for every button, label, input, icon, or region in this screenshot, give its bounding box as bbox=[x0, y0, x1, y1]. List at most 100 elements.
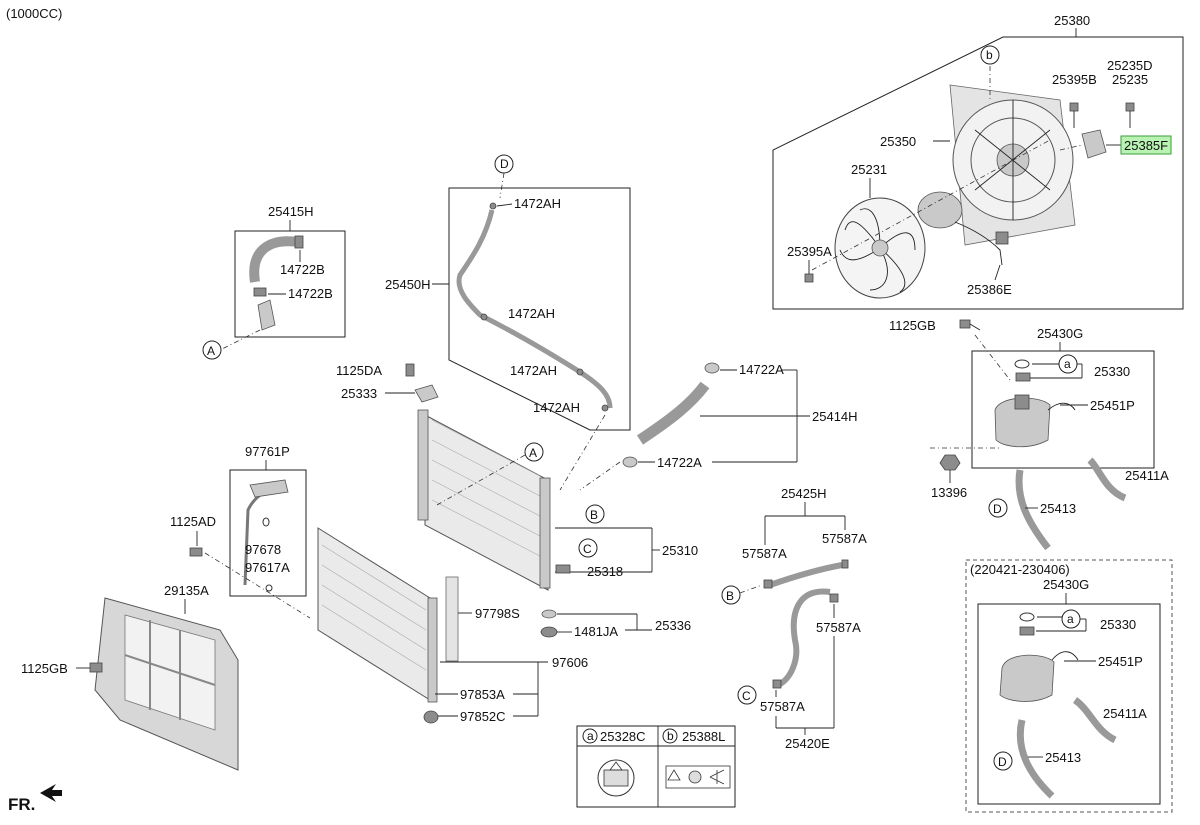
svg-text:a: a bbox=[1067, 612, 1074, 626]
label-date-range[interactable]: (220421-230406) bbox=[970, 562, 1070, 577]
warning-label-icon bbox=[597, 759, 635, 797]
label-97853A[interactable]: 97853A bbox=[460, 687, 505, 702]
highlight-25385F bbox=[1120, 135, 1172, 155]
fan-resistor bbox=[1059, 129, 1107, 159]
label-1125AD[interactable]: 1125AD bbox=[170, 514, 216, 529]
label-1472AH-1[interactable]: 1472AH bbox=[514, 196, 561, 211]
label-97852C[interactable]: 97852C bbox=[460, 709, 506, 724]
label-1125GB-top[interactable]: 1125GB bbox=[889, 318, 936, 333]
label-14722B-1[interactable]: 14722B bbox=[280, 262, 325, 277]
hose-25450H-frame bbox=[448, 187, 631, 431]
label-25430G-dated[interactable]: 25430G bbox=[1043, 577, 1089, 592]
label-25328C[interactable]: 25328C bbox=[600, 729, 646, 744]
label-25330-dated[interactable]: 25330 bbox=[1100, 617, 1136, 632]
reservoir-tank-top bbox=[994, 394, 1076, 448]
label-97617A[interactable]: 97617A bbox=[245, 560, 290, 575]
label-97606[interactable]: 97606 bbox=[552, 655, 588, 670]
bolt-25395A bbox=[804, 260, 814, 283]
label-25411A-top[interactable]: 25411A bbox=[1125, 468, 1169, 483]
label-25330-top[interactable]: 25330 bbox=[1094, 364, 1130, 379]
bolt-25395B bbox=[1069, 102, 1079, 128]
legend-table: a 25328C b 25388L bbox=[576, 725, 736, 808]
label-25414H[interactable]: 25414H bbox=[812, 409, 858, 424]
label-25420E[interactable]: 25420E bbox=[785, 736, 830, 751]
svg-text:C: C bbox=[583, 542, 592, 556]
label-57587A-3[interactable]: 57587A bbox=[816, 620, 861, 635]
hose-25450H-group: D 1472AH 25450H 1472AH 1472AH 1472AH bbox=[385, 154, 631, 491]
hose-25411A-top bbox=[1087, 457, 1127, 502]
radiator-group: 1125DA 25333 A 25310 B C 25318 1481JA bbox=[336, 363, 698, 639]
label-25235[interactable]: 25235 bbox=[1112, 72, 1148, 87]
label-25333[interactable]: 25333 bbox=[341, 386, 377, 401]
fan-caution-label-icon bbox=[665, 765, 731, 789]
svg-text:B: B bbox=[726, 589, 734, 603]
pipe-97761P-frame bbox=[229, 469, 307, 597]
label-25231[interactable]: 25231 bbox=[851, 162, 887, 177]
label-25430G-top[interactable]: 25430G bbox=[1037, 326, 1083, 341]
label-25425H[interactable]: 25425H bbox=[781, 486, 827, 501]
label-14722A-1[interactable]: 14722A bbox=[739, 362, 784, 377]
label-57587A-4[interactable]: 57587A bbox=[760, 699, 805, 714]
svg-text:C: C bbox=[742, 689, 751, 703]
label-25415H[interactable]: 25415H bbox=[268, 204, 314, 219]
svg-text:A: A bbox=[529, 446, 537, 460]
label-97798S[interactable]: 97798S bbox=[475, 606, 520, 621]
nut-13396 bbox=[939, 454, 961, 471]
label-1481JA[interactable]: 1481JA bbox=[574, 624, 618, 639]
bolt-25235 bbox=[1125, 102, 1135, 128]
hose-25415H-group: 25415H 14722B 14722B A bbox=[202, 204, 346, 360]
label-1125GB-left[interactable]: 1125GB bbox=[21, 661, 68, 676]
label-25413-top[interactable]: 25413 bbox=[1040, 501, 1076, 516]
label-25385F[interactable]: 25385F bbox=[1124, 138, 1168, 153]
label-14722A-2[interactable]: 14722A bbox=[657, 455, 702, 470]
hose-25413-dated bbox=[1016, 719, 1055, 799]
label-25318[interactable]: 25318 bbox=[587, 564, 623, 579]
fan-motor bbox=[917, 191, 1009, 266]
condenser-group: 97798S 97606 97853A 97852C bbox=[317, 527, 588, 724]
label-29135A[interactable]: 29135A bbox=[164, 583, 209, 598]
label-1472AH-2[interactable]: 1472AH bbox=[508, 306, 555, 321]
label-97761P[interactable]: 97761P bbox=[245, 444, 290, 459]
front-direction-indicator: FR. bbox=[8, 784, 62, 814]
label-25380[interactable]: 25380 bbox=[1054, 13, 1090, 28]
reservoir-tank-dated bbox=[999, 651, 1079, 702]
label-1472AH-4[interactable]: 1472AH bbox=[533, 400, 580, 415]
lower-hoses-group: 25425H 57587A 57587A B 57587A C 57587A 2… bbox=[721, 486, 867, 751]
label-25395A[interactable]: 25395A bbox=[787, 244, 832, 259]
label-25350[interactable]: 25350 bbox=[880, 134, 916, 149]
label-57587A-2[interactable]: 57587A bbox=[822, 531, 867, 546]
label-25411A-dated[interactable]: 25411A bbox=[1103, 706, 1147, 721]
hose-25413-top bbox=[1015, 469, 1051, 551]
svg-text:B: B bbox=[590, 508, 598, 522]
reservoir-group-dated: (220421-230406) 25430G a 25330 25451P 25… bbox=[965, 559, 1173, 813]
seal-97798S bbox=[445, 576, 459, 662]
label-25336[interactable]: 25336 bbox=[655, 618, 691, 633]
hose-25414H-group: 14722A 14722A 25414H bbox=[579, 362, 858, 491]
label-1472AH-3[interactable]: 1472AH bbox=[510, 363, 557, 378]
label-25413-dated[interactable]: 25413 bbox=[1045, 750, 1081, 765]
label-25395B[interactable]: 25395B bbox=[1052, 72, 1097, 87]
air-guard-group: 29135A 1125GB bbox=[21, 583, 239, 771]
label-25235D[interactable]: 25235D bbox=[1107, 58, 1153, 73]
label-25310[interactable]: 25310 bbox=[662, 543, 698, 558]
callout-b-top bbox=[980, 45, 1000, 65]
svg-text:b: b bbox=[986, 48, 993, 62]
svg-text:b: b bbox=[667, 729, 674, 743]
label-13396[interactable]: 13396 bbox=[931, 485, 967, 500]
front-label: FR. bbox=[8, 795, 35, 814]
label-25451P-top[interactable]: 25451P bbox=[1090, 398, 1135, 413]
svg-text:D: D bbox=[500, 157, 509, 171]
label-25450H[interactable]: 25450H bbox=[385, 277, 431, 292]
variant-label: (1000CC) bbox=[6, 6, 62, 21]
svg-text:D: D bbox=[993, 502, 1002, 516]
label-14722B-2[interactable]: 14722B bbox=[288, 286, 333, 301]
label-97678[interactable]: 97678 bbox=[245, 542, 281, 557]
label-25388L[interactable]: 25388L bbox=[682, 729, 725, 744]
label-1125DA[interactable]: 1125DA bbox=[336, 363, 382, 378]
label-57587A-1[interactable]: 57587A bbox=[742, 546, 787, 561]
pipe-97761P-group: 97761P 97678 97617A bbox=[229, 444, 307, 597]
label-25386E[interactable]: 25386E bbox=[967, 282, 1012, 297]
label-25451P-dated[interactable]: 25451P bbox=[1098, 654, 1143, 669]
